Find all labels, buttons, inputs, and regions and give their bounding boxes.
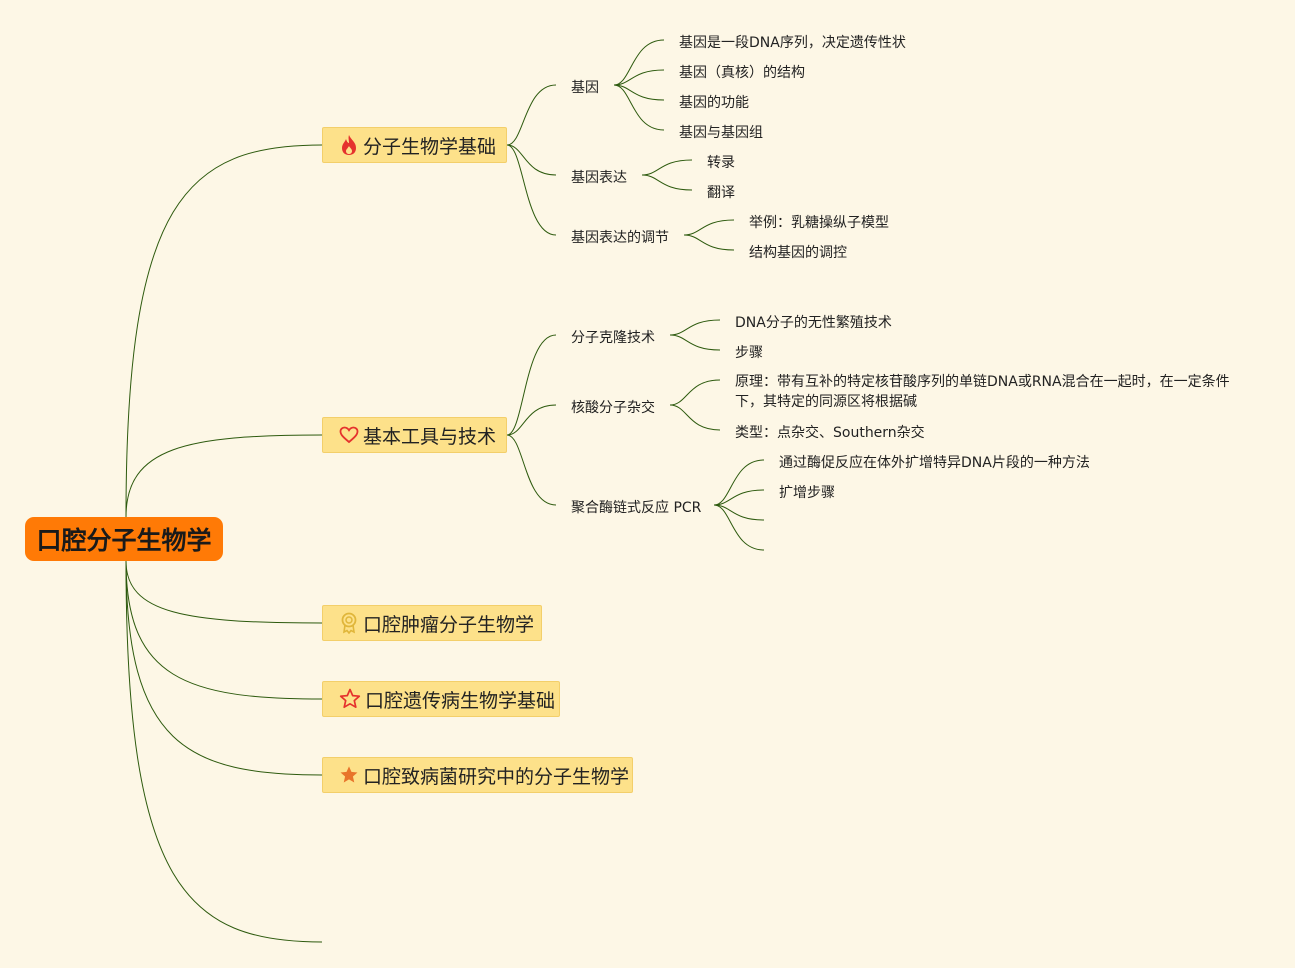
root-link	[125, 560, 323, 943]
leaf-link	[613, 84, 665, 101]
leaf-pcr-definition[interactable]: 通过酶促反应在体外扩增特异DNA片段的一种方法	[779, 455, 1090, 471]
leaf-transcription[interactable]: 转录	[707, 155, 735, 171]
leaf-link	[713, 504, 765, 521]
subtopic-molecular-cloning[interactable]: 分子克隆技术	[571, 330, 655, 346]
leaf-link	[669, 404, 721, 431]
root-link	[125, 560, 323, 776]
root-link	[125, 560, 323, 624]
leaf-link	[641, 174, 693, 191]
leaf-translation[interactable]: 翻译	[707, 185, 735, 201]
branch-link	[506, 144, 557, 176]
leaf-gene-definition[interactable]: 基因是一段DNA序列，决定遗传性状	[679, 35, 906, 51]
leaf-gene-structure[interactable]: 基因（真核）的结构	[679, 65, 805, 81]
leaf-pcr-steps[interactable]: 扩增步骤	[779, 485, 835, 501]
subtopic-pcr[interactable]: 聚合酶链式反应 PCR	[571, 500, 702, 516]
leaf-link	[669, 334, 721, 351]
leaf-link	[683, 219, 735, 236]
branch-link	[506, 434, 557, 506]
branch-label: 口腔致病菌研究中的分子生物学	[363, 765, 630, 788]
leaf-link	[713, 504, 765, 551]
subtopic-gene-expression[interactable]: 基因表达	[571, 170, 627, 186]
leaf-gene-genome[interactable]: 基因与基因组	[679, 125, 763, 141]
heart-icon	[339, 424, 359, 446]
subtopic-expression-regulation[interactable]: 基因表达的调节	[571, 230, 669, 246]
branch-link	[506, 334, 557, 436]
leaf-link	[713, 459, 765, 506]
branch-topic-basics[interactable]: 分子生物学基础	[322, 127, 507, 163]
branch-label: 口腔肿瘤分子生物学	[363, 613, 535, 636]
star-filled-icon	[339, 764, 359, 786]
branch-link	[506, 144, 557, 236]
leaf-hybridization-principle[interactable]: 原理：带有互补的特定核苷酸序列的单链DNA或RNA混合在一起时，在一定条件下，其…	[735, 374, 1230, 410]
branch-label: 口腔遗传病生物学基础	[365, 689, 556, 712]
leaf-link	[669, 319, 721, 336]
leaf-link	[669, 379, 721, 406]
leaf-cloning-steps[interactable]: 步骤	[735, 345, 763, 361]
leaf-link	[613, 69, 665, 86]
leaf-gene-function[interactable]: 基因的功能	[679, 95, 749, 111]
branch-topic-oral-pathogen[interactable]: 口腔致病菌研究中的分子生物学	[322, 757, 633, 793]
leaf-hybridization-types[interactable]: 类型：点杂交、Southern杂交	[735, 425, 925, 441]
subtopic-gene[interactable]: 基因	[571, 80, 599, 96]
root-link	[125, 560, 323, 700]
subtopic-hybridization[interactable]: 核酸分子杂交	[571, 400, 655, 416]
branch-topic-oral-tumor[interactable]: 口腔肿瘤分子生物学	[322, 605, 542, 641]
fire-icon	[339, 134, 359, 156]
leaf-dna-cloning[interactable]: DNA分子的无性繁殖技术	[735, 315, 892, 331]
leaf-link	[641, 159, 693, 176]
branch-link	[506, 84, 557, 146]
leaf-link	[683, 234, 735, 251]
leaf-link	[613, 84, 665, 131]
branch-label: 分子生物学基础	[363, 135, 497, 158]
leaf-link	[613, 39, 665, 86]
award-icon	[339, 612, 359, 634]
branch-topic-tools[interactable]: 基本工具与技术	[322, 417, 507, 453]
root-link	[125, 434, 323, 518]
leaf-lac-operon[interactable]: 举例：乳糖操纵子模型	[749, 215, 889, 231]
leaf-structural-gene-regulation[interactable]: 结构基因的调控	[749, 245, 847, 261]
branch-label: 基本工具与技术	[363, 425, 497, 448]
branch-topic-oral-genetic[interactable]: 口腔遗传病生物学基础	[322, 681, 560, 717]
branch-link	[506, 404, 557, 436]
star-outline-icon	[339, 688, 361, 710]
root-link	[125, 144, 323, 518]
leaf-link	[713, 489, 765, 506]
root-topic[interactable]: 口腔分子生物学	[25, 517, 223, 561]
